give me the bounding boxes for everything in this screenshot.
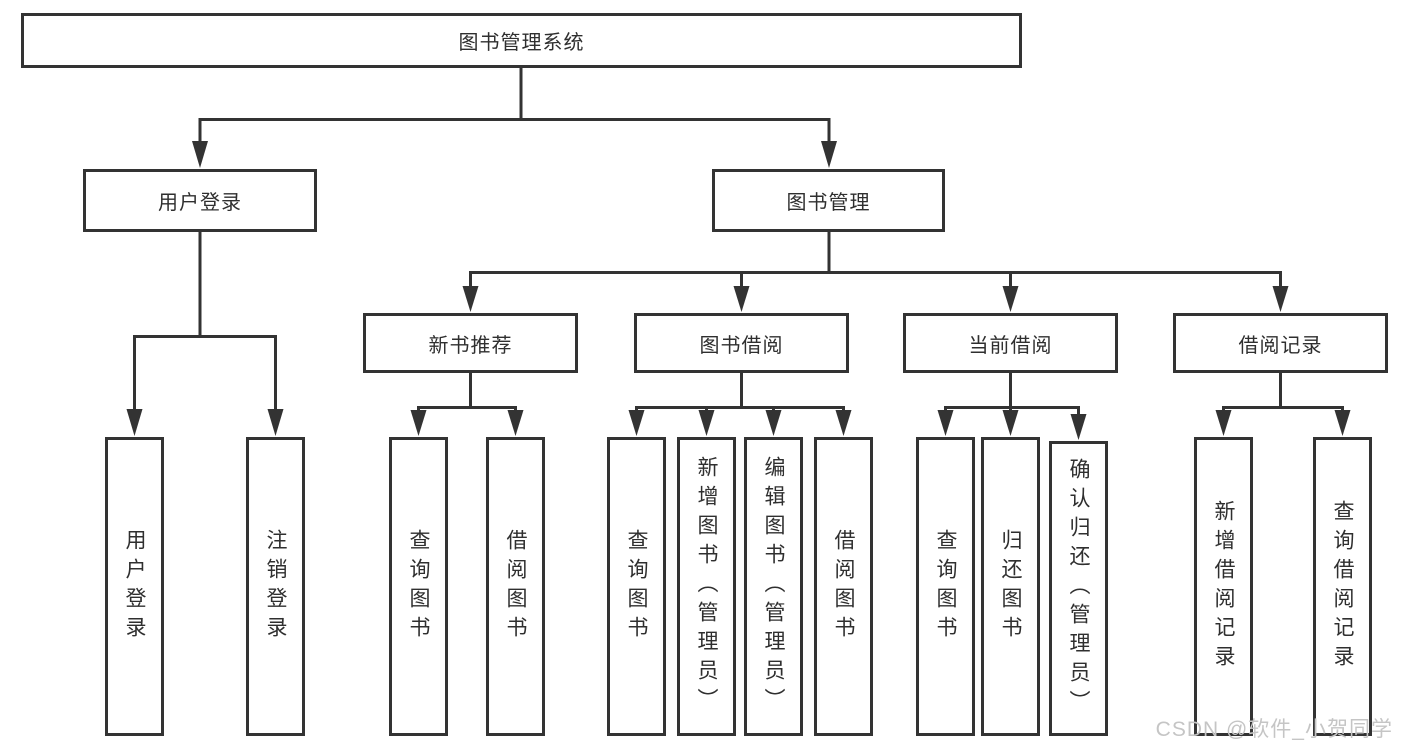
leaf-query-books-borrow: 查询图书 bbox=[607, 437, 666, 736]
watermark-text: CSDN @软件_小贺同学 bbox=[1155, 718, 1393, 741]
leaf-query-borrow-record: 查询借阅记录 bbox=[1313, 437, 1372, 736]
leaf-borrow-books-recommend: 借阅图书 bbox=[486, 437, 545, 736]
leaf-add-books-admin: 新增图书（管理员） bbox=[677, 437, 736, 736]
connector-elbows bbox=[133, 66, 1344, 414]
node-library-system: 图书管理系统 bbox=[21, 13, 1022, 68]
leaf-confirm-return-admin: 确认归还（管理员） bbox=[1049, 441, 1108, 736]
leaf-return-books: 归还图书 bbox=[981, 437, 1040, 736]
leaf-query-books-current: 查询图书 bbox=[916, 437, 975, 736]
node-user-login: 用户登录 bbox=[83, 169, 317, 232]
node-new-book-recommendation: 新书推荐 bbox=[363, 313, 578, 373]
leaf-user-login: 用户登录 bbox=[105, 437, 164, 736]
leaf-borrow-books: 借阅图书 bbox=[814, 437, 873, 736]
leaf-edit-books-admin: 编辑图书（管理员） bbox=[744, 437, 803, 736]
node-borrowing-records: 借阅记录 bbox=[1173, 313, 1388, 373]
leaf-logout: 注销登录 bbox=[246, 437, 305, 736]
leaf-add-borrow-record: 新增借阅记录 bbox=[1194, 437, 1253, 736]
node-book-borrowing: 图书借阅 bbox=[634, 313, 849, 373]
leaf-query-books-recommend: 查询图书 bbox=[389, 437, 448, 736]
node-current-borrowing: 当前借阅 bbox=[903, 313, 1118, 373]
arrowhead-icons bbox=[126, 141, 1351, 440]
node-book-management: 图书管理 bbox=[712, 169, 945, 232]
